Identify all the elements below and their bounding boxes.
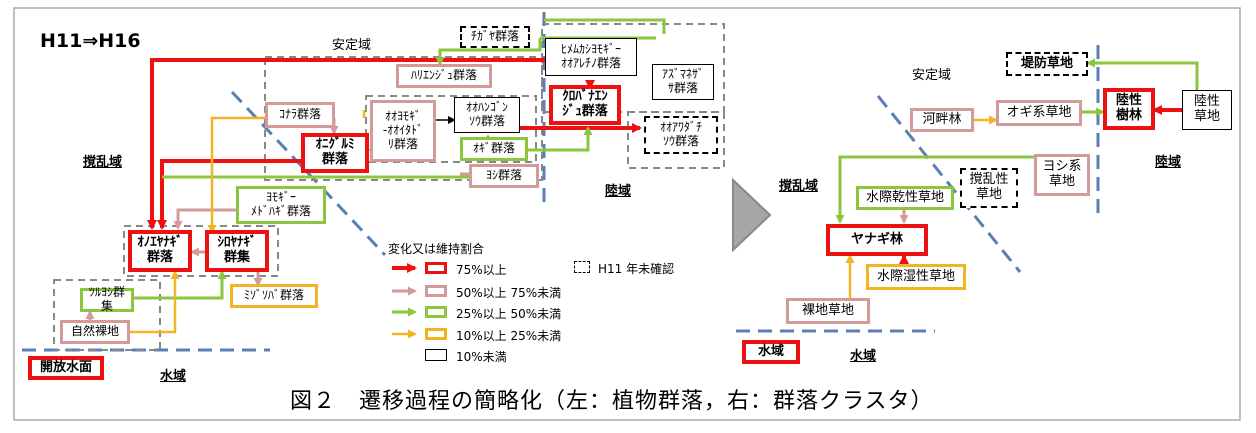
legend-label-2: 25%以上 50%未満 [456,307,562,321]
node-rachi: 裸地草地 [786,298,870,324]
arrow-rikusei-souchi-teibo [1086,58,1199,92]
node-ooawadachi: ｵｵｱﾜﾀﾞﾁ ｿｳ群落 [644,116,718,154]
legend-swatch-yellow [425,328,447,340]
node-yanagi: ヤナギ林 [826,224,928,256]
node-konara: ｺﾅﾗ群落 [265,102,335,128]
node-ogi: ｵｷﾞ群落 [460,137,528,161]
node-suisaishitsu: 水際湿性草地 [866,264,966,290]
node-himeaka: ﾋﾒﾑｶｼﾖﾓｷﾞｰ ｵｵｱﾚﾁﾉ群落 [545,38,637,76]
arrow-tsuruyoshi-shiroyanagi [134,270,227,300]
node-chigaya: ﾁｶﾞﾔ群落 [460,26,530,48]
legend-label-1: 50%以上 75%未満 [456,286,562,300]
node-ogikei: オギ系草地 [996,100,1082,126]
arrow-yellow-konara-shiroyanagi [207,116,265,234]
arrow-to-harienju [435,38,542,66]
node-harienju: ﾊﾘｴﾝｼﾞｭ群落 [396,64,492,88]
right-zone-water: 水域 [850,349,877,364]
node-kaihosuimen: 開放水面 [28,356,104,380]
node-oohangon: ｵｵﾊﾝｺﾞﾝ ｿｳ群落 [454,97,520,133]
node-kurobanaenju: ｸﾛﾊﾞﾅｴﾝ ｼﾞｭ群落 [549,85,621,125]
transition-chevron [732,177,772,253]
node-teibo: 堤防草地 [1006,52,1088,76]
legend-swatch-black [425,349,447,361]
right-zone-land: 陸域 [1155,155,1182,170]
group-ooyomogi [365,95,537,163]
figure-caption: 図２ 遷移過程の簡略化（左：植物群落，右：群落クラスタ） [290,389,934,414]
group-tsuruyoshi [53,279,161,351]
node-yoshikei: ヨシ系 草地 [1034,154,1090,196]
arrow-yomogi-onoeyanagi [173,208,238,230]
node-kakuran: 撹乱性 草地 [960,168,1018,208]
arrow-chigaya-line [544,18,666,34]
arrow-ogi-kurobanaenju [528,126,593,152]
legend-label-0: 75%以上 [456,263,507,277]
node-onoeyanagi: ｵﾉｴﾔﾅｷﾞ 群落 [128,230,192,272]
node-mizosoba: ﾐｿﾞｿﾊﾞ群落 [230,284,318,308]
node-onigurumi: ｵﾆｸﾞﾙﾐ 群落 [301,133,369,173]
outer-frame [13,7,1241,421]
node-suiiki: 水域 [742,340,800,364]
group-ooawadachi [627,111,725,169]
legend-swatch-green [425,306,447,318]
left-stable-boundary [230,90,387,257]
right-stable-boundary [876,95,1022,273]
panel-title: H11⇒H16 [40,30,141,52]
right-zone-disturbed: 撹乱域 [779,179,819,194]
node-shizenrachi: 自然裸地 [60,320,130,344]
left-zone-disturbed: 撹乱域 [83,155,123,170]
node-rikusei-jurin: 陸性 樹林 [1103,88,1155,130]
legend-title: 変化又は維持割合 [388,242,485,256]
node-kahanrin: 河畔林 [910,108,974,132]
legend-swatch-red [425,262,447,274]
legend-swatch-pink [425,285,447,297]
legend-unconfirmed: H11 年未確認 [598,262,675,276]
group-willows [123,225,279,277]
left-zone-stable: 安定域 [332,38,372,53]
node-tsuruyoshi: ﾂﾙﾖｼ群集 [80,285,134,313]
legend-label-4: 10%未満 [456,350,507,364]
node-ooyomogi: ｵｵﾖﾓｷﾞ -ｵｵｲﾀﾄﾞ ﾘ群落 [370,100,436,162]
left-zone-water: 水域 [160,369,187,384]
node-azumanezasa: ｱｽﾞﾏﾈｻﾞ ｻ群落 [652,64,714,100]
arrow-yoshikei-yanagi [835,155,1034,224]
legend-swatch-dash [574,261,590,273]
arrow-onigurumi-to-onoeyanagi [157,159,301,230]
left-zone-land: 陸域 [605,184,632,199]
node-shiroyanagi: ｼﾛﾔﾅｷﾞ 群集 [205,230,269,272]
right-zone-stable: 安定域 [912,68,952,83]
node-rikusei-souchi: 陸性 草地 [1182,90,1232,130]
node-yomogi: ﾖﾓｷﾞｰ ﾒﾄﾞﾊｷﾞ群落 [236,186,326,224]
legend-label-3: 10%以上 25%未満 [456,329,562,343]
node-suisaikan: 水際乾性草地 [856,186,954,210]
node-yoshi: ﾖｼ群落 [469,164,539,188]
arrow-yellow-shizenrachi-onoeyanagi [130,270,180,334]
arrow-himeaka-to-onoeyanagi [147,58,547,230]
